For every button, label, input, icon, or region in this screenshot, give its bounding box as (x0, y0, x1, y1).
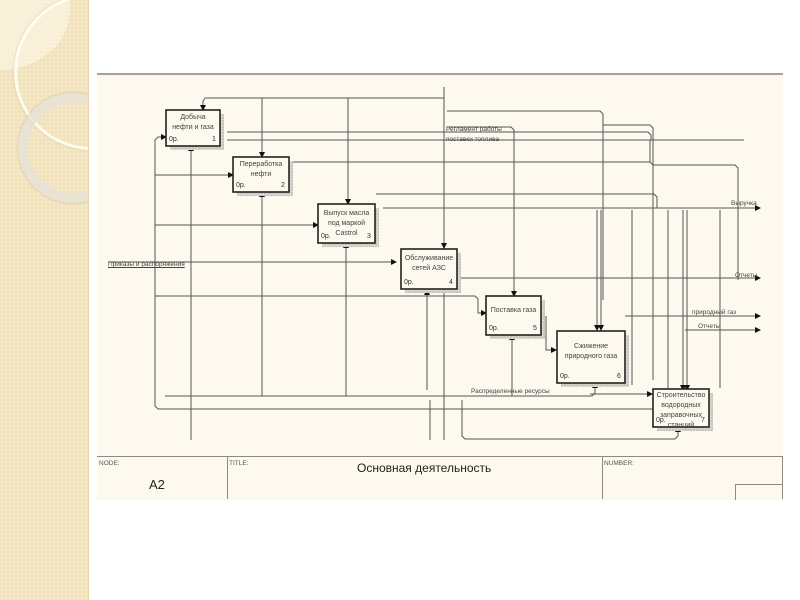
activity-box-7[interactable] (652, 388, 710, 428)
activity-boxes (165, 109, 713, 431)
title-value: Основная деятельность (357, 461, 492, 475)
mechanism-box6 (430, 382, 598, 397)
arrow-label-reports: Отчеты (735, 272, 758, 279)
control-arrow-to-box1 (200, 97, 444, 111)
activity-number-4: 4 (449, 279, 453, 286)
activity-box-3[interactable] (317, 203, 376, 244)
slide-decoration-sidebar (0, 0, 89, 600)
activity-label-line: нефти (250, 170, 272, 178)
activity-cost-6: 0р. (560, 373, 570, 380)
activity-label-line: Поставка газа (490, 306, 537, 314)
activity-label-3: Выпуск масла под маркой Castrol (318, 209, 375, 239)
activity-label-line: природного газа (564, 353, 618, 360)
idef0-title-frame: NODE: A2 TITLE: Основная деятельность NU… (97, 456, 783, 500)
arrow-label-reports-2: Отчеты (698, 323, 721, 330)
activity-label-2: Переработка нефти (233, 160, 289, 180)
activity-label-line: Переработка (239, 160, 283, 168)
activity-label-4: Обслуживание сетей АЗС (401, 254, 457, 274)
activity-label-line: Добыча (180, 114, 206, 121)
activity-cost-2: 0р. (236, 182, 246, 189)
control-arrow-right-2 (227, 131, 652, 140)
activity-label-line: Строительство (656, 392, 706, 399)
frame-number-subcell (735, 484, 783, 500)
activity-label-line: заправочных станций (659, 412, 703, 429)
input-to-box1 (154, 134, 167, 141)
activity-label-line: сетей АЗС (412, 265, 446, 272)
activity-number-6: 6 (617, 373, 621, 380)
arrow-label-resources: Распределенные ресурсы (471, 388, 550, 395)
activity-label-line: под маркой Castrol (327, 219, 366, 237)
activity-label-line: водородных (661, 402, 701, 409)
activity-label-1: Добыча нефти и газа (166, 113, 220, 133)
arrow-label-reglament-line1: Регламент работы (446, 126, 502, 133)
number-caption: NUMBER: (604, 460, 634, 467)
frame-title-cell: TITLE: Основная деятельность (227, 457, 603, 499)
activity-number-5: 5 (533, 325, 537, 332)
decorative-small-ring (18, 93, 88, 203)
control-line-drop-1 (649, 140, 739, 280)
activity-cost-4: 0р. (404, 279, 414, 286)
arrow-lines (108, 87, 761, 440)
activity-label-line: Обслуживание (404, 255, 454, 262)
input-to-box6 (545, 316, 557, 353)
input-to-box5 (155, 295, 487, 316)
activity-number-1: 1 (212, 136, 216, 143)
activity-cost-1: 0р. (169, 136, 179, 143)
control-line-3 (376, 193, 658, 208)
arrow-label-orders: Приказы и распоряжения (108, 261, 185, 268)
control-arrow-right-1 (603, 124, 654, 380)
control-arrow-top-right (447, 110, 604, 300)
activity-number-3: 3 (367, 233, 371, 240)
activity-number-2: 2 (281, 182, 285, 189)
node-caption: NODE: (99, 460, 120, 467)
input-feed-left (154, 140, 660, 410)
arrow-label-reglament-line2: поставки топлива (446, 136, 500, 143)
activity-label-5: Поставка газа (486, 306, 541, 316)
activity-cost-5: 0р. (489, 325, 499, 332)
activity-label-line: Выпуск масла (323, 209, 370, 217)
arrow-label-revenue: Выручка (731, 200, 757, 207)
activity-box-5[interactable] (485, 295, 542, 336)
control-arrow-reglament (447, 126, 517, 297)
activity-box-1[interactable] (165, 109, 221, 147)
activity-label-line: нефти и газа (172, 124, 214, 131)
title-caption: TITLE: (229, 460, 249, 467)
activity-box-6[interactable] (556, 330, 626, 384)
activity-box-2[interactable] (232, 156, 290, 193)
node-value: A2 (149, 477, 165, 492)
frame-node-cell: NODE: A2 (97, 457, 228, 499)
activity-cost-7: 0р. (656, 417, 666, 424)
activity-label-7: Строительство водородных заправочных станц… (653, 391, 709, 431)
activity-cost-3: 0р. (321, 233, 331, 240)
frame-number-cell: NUMBER: (602, 457, 783, 500)
arrow-label-natural-gas: природный газ (692, 309, 737, 316)
activity-box-4[interactable] (400, 248, 458, 290)
activity-number-7: 7 (701, 417, 705, 424)
activity-label-line: Сжижение (573, 343, 609, 350)
activity-label-6: Сжижение природного газа (557, 342, 625, 362)
mechanism-box7 (461, 400, 681, 440)
